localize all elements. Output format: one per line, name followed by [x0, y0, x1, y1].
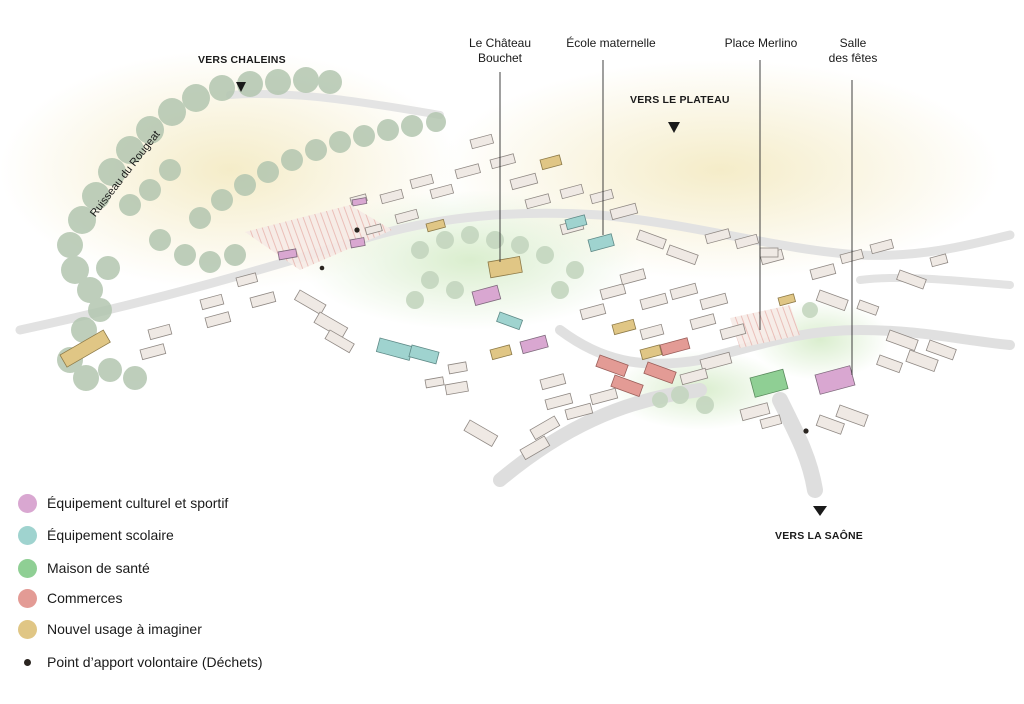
buildings	[139, 133, 957, 461]
forest-band	[57, 67, 446, 391]
label-chateau-line1: Le Château	[468, 36, 532, 50]
label-chateau-line2: Bouchet	[477, 51, 523, 65]
legend-label: Équipement culturel et sportif	[47, 495, 229, 511]
buildings-commerce	[595, 337, 691, 398]
dot-icon	[24, 658, 31, 666]
circle-swatch-icon	[18, 493, 37, 513]
circle-swatch-icon	[18, 558, 37, 578]
legend-item-culturel: Équipement culturel et sportif	[18, 492, 228, 514]
roads	[15, 90, 1015, 498]
legend-label: Commerces	[47, 590, 123, 606]
waste-points	[319, 227, 809, 434]
circle-swatch-icon	[18, 525, 37, 545]
label-chateau-bouchet: Le Château Bouchet	[462, 36, 538, 66]
circle-swatch-icon	[18, 588, 37, 608]
buildings-new-use	[59, 154, 797, 368]
legend-label: Équipement scolaire	[47, 527, 174, 543]
label-salle-line1: Salle	[839, 36, 867, 50]
park-trees	[406, 226, 818, 414]
label-place-merlino: Place Merlino	[724, 36, 798, 50]
buildings-school	[375, 214, 615, 365]
arrow-down-icon	[236, 82, 246, 92]
legend-item-point-apport: Point d’apport volontaire (Déchets)	[18, 651, 263, 673]
legend-item-scolaire: Équipement scolaire	[18, 524, 174, 546]
buildings-health	[749, 368, 789, 398]
label-salle-des-fetes: Salle des fêtes	[820, 36, 886, 66]
legend-label: Point d’apport volontaire (Déchets)	[47, 654, 263, 670]
arrow-down-icon	[668, 122, 680, 133]
direction-plateau: VERS LE PLATEAU	[630, 94, 730, 106]
legend-item-nouvel-usage: Nouvel usage à imaginer	[18, 618, 202, 640]
label-ecole-maternelle: École maternelle	[566, 36, 656, 50]
legend-label: Nouvel usage à imaginer	[47, 621, 202, 637]
label-salle-line2: des fêtes	[828, 51, 878, 65]
legend-item-commerces: Commerces	[18, 587, 122, 609]
legend-item-sante: Maison de santé	[18, 557, 150, 579]
buildings-cultural	[277, 197, 856, 395]
direction-chaleins: VERS CHALEINS	[198, 54, 286, 66]
direction-arrows	[236, 82, 827, 516]
arrow-down-icon	[813, 506, 827, 516]
legend-label: Maison de santé	[47, 560, 150, 576]
circle-swatch-icon	[18, 619, 37, 639]
leader-lines	[499, 60, 853, 375]
direction-saone: VERS LA SAÔNE	[775, 530, 863, 542]
